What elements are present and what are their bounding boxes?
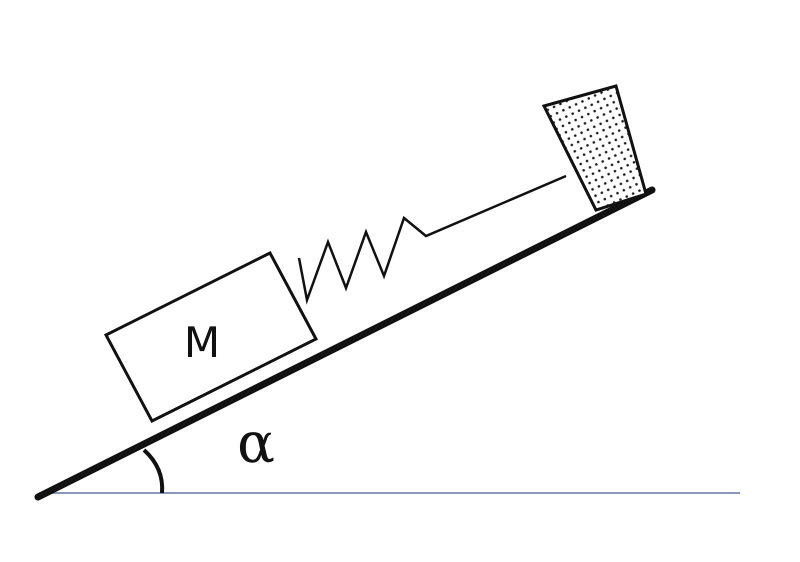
mass-label: M (184, 318, 220, 367)
inclined-plane (34, 186, 656, 501)
spring (297, 174, 567, 305)
mass-block (103, 251, 319, 423)
wall-block (541, 84, 648, 212)
angle-arc (142, 448, 165, 494)
angle-label: α (237, 411, 275, 476)
